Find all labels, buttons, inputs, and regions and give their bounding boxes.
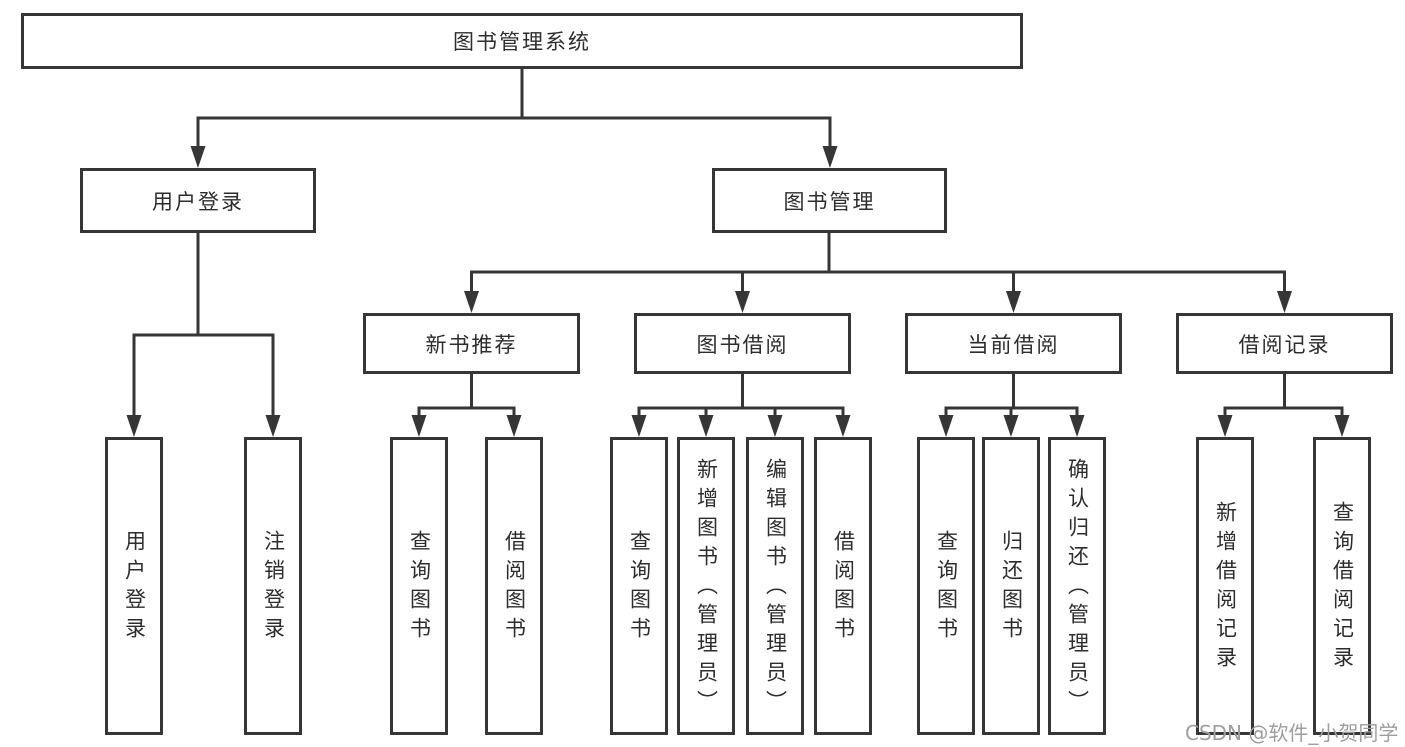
connector-mgmt-to-modules [464, 231, 1292, 313]
connector-newbook-to-leaves [411, 372, 522, 437]
leaf-return-books: 归还图书 [982, 437, 1040, 735]
connector-login-to-leaves [126, 231, 281, 437]
leaf-add-books-admin: 新增图书（管理员） [677, 437, 735, 735]
node-current-borrow: 当前借阅 [905, 313, 1122, 374]
csdn-watermark: CSDN @软件_小贺同学 [1185, 721, 1399, 745]
node-new-book-recommend: 新书推荐 [363, 313, 580, 374]
leaf-edit-books-admin: 编辑图书（管理员） [746, 437, 804, 735]
leaf-borrow-books-recommend: 借阅图书 [485, 437, 543, 735]
leaf-borrow-books: 借阅图书 [814, 437, 872, 735]
node-book-borrow: 图书借阅 [634, 313, 851, 374]
node-borrow-records: 借阅记录 [1176, 313, 1393, 374]
leaf-confirm-return-admin: 确认归还（管理员） [1048, 437, 1106, 735]
leaf-query-borrow-record: 查询借阅记录 [1313, 437, 1371, 735]
connector-records-to-leaves [1217, 372, 1350, 437]
leaf-query-books-current: 查询图书 [917, 437, 975, 735]
connector-current-to-leaves [938, 372, 1085, 437]
leaf-user-login: 用户登录 [105, 437, 163, 735]
node-book-management: 图书管理 [712, 168, 947, 233]
leaf-query-books-recommend: 查询图书 [390, 437, 448, 735]
connector-borrow-to-leaves [631, 372, 851, 437]
leaf-query-books-borrow: 查询图书 [610, 437, 668, 735]
node-root-system: 图书管理系统 [21, 13, 1023, 69]
connector-root-to-branches [190, 67, 838, 168]
node-user-login: 用户登录 [80, 168, 316, 233]
leaf-logout: 注销登录 [244, 437, 302, 735]
leaf-add-borrow-record: 新增借阅记录 [1196, 437, 1254, 735]
